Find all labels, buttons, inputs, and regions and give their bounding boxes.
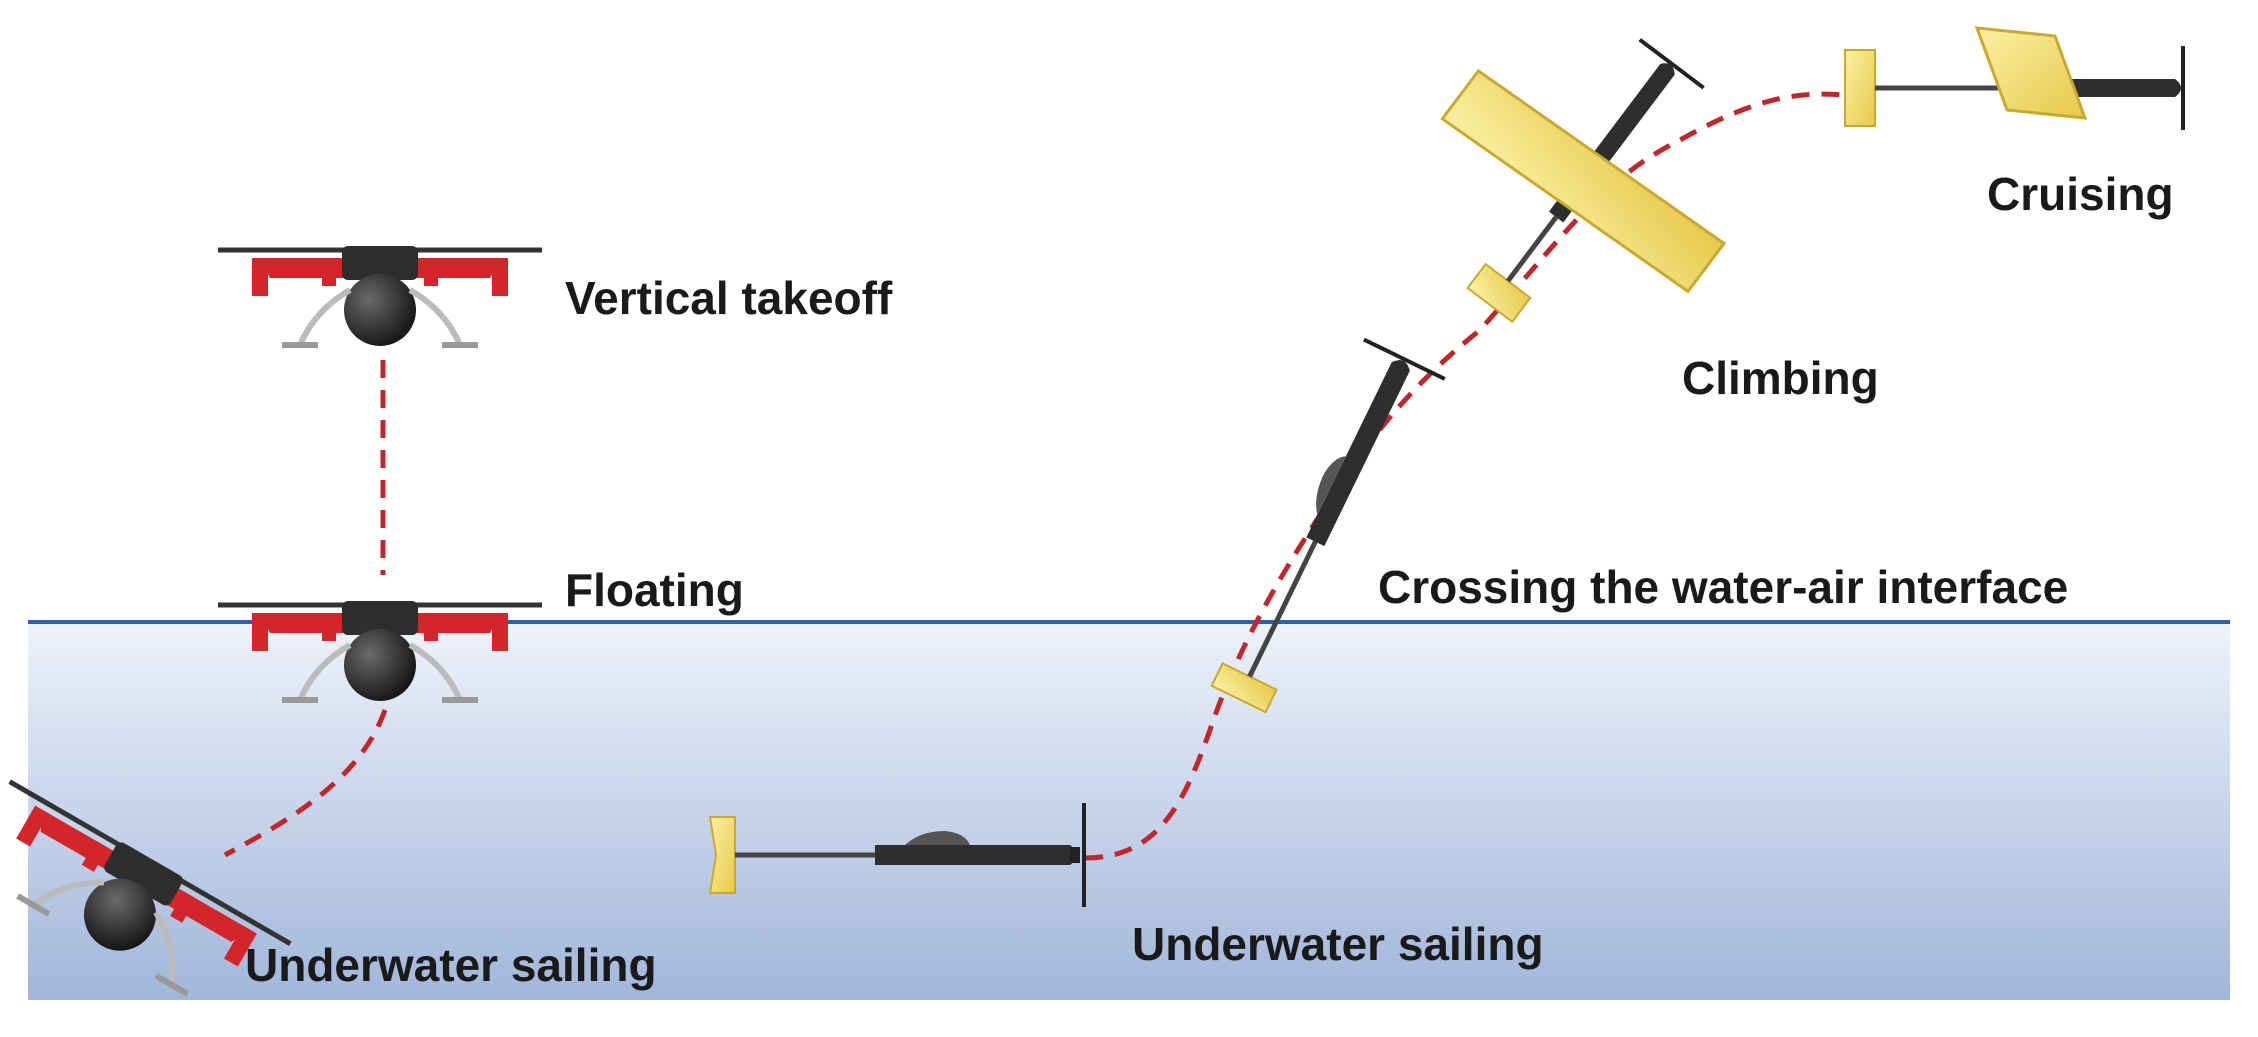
plane-cruising-icon <box>1844 26 2185 130</box>
plane-trajectory-path <box>1084 91 1846 861</box>
quadcopter-floating-icon <box>218 601 542 703</box>
label-underwater-sailing-quad: Underwater sailing <box>245 939 657 991</box>
quadcopter-takeoff-icon <box>218 246 542 348</box>
plane-underwater-icon <box>708 803 1086 907</box>
trajectory-paths <box>223 91 1846 861</box>
plane-climbing-icon <box>1440 38 1727 324</box>
label-climbing: Climbing <box>1682 352 1879 404</box>
plane-crossing-icon <box>1210 337 1446 714</box>
quadcopter-underwater-icon <box>8 779 292 997</box>
label-floating: Floating <box>565 564 744 616</box>
label-cruising: Cruising <box>1987 168 2174 220</box>
label-vertical-takeoff: Vertical takeoff <box>565 272 893 324</box>
label-crossing-interface: Crossing the water-air interface <box>1378 561 2069 613</box>
quad-underwater-path <box>223 709 388 858</box>
label-underwater-sailing-plane: Underwater sailing <box>1132 918 1544 970</box>
